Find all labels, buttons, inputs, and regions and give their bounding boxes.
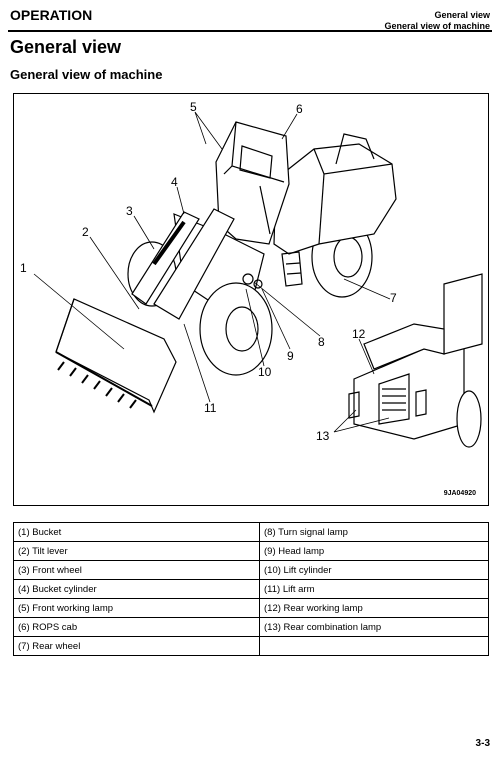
section-heading: OPERATION <box>10 7 93 23</box>
callout-4: 4 <box>171 175 178 189</box>
callout-6: 6 <box>296 102 303 116</box>
table-cell: (6) ROPS cab <box>13 617 260 637</box>
page-title: General view <box>10 37 122 57</box>
table-cell: (7) Rear wheel <box>13 636 260 656</box>
callout-13: 13 <box>316 429 330 443</box>
table-row: (1) Bucket (8) Turn signal lamp <box>13 522 489 542</box>
page-number: 3-3 <box>475 738 490 749</box>
table-cell: (4) Bucket cylinder <box>13 579 260 599</box>
callout-11: 11 <box>204 401 217 415</box>
table-cell: (12) Rear working lamp <box>259 598 489 618</box>
table-cell: (10) Lift cylinder <box>259 560 489 580</box>
figure-code: 9JA04920 <box>443 490 476 497</box>
table-cell: (1) Bucket <box>13 522 260 542</box>
callout-2: 2 <box>82 225 89 239</box>
callout-1: 1 <box>20 261 27 275</box>
page-subtitle: General view of machine <box>10 67 163 82</box>
callout-12: 12 <box>352 327 366 341</box>
table-cell: (5) Front working lamp <box>13 598 260 618</box>
table-row: (4) Bucket cylinder (11) Lift arm <box>13 579 489 599</box>
table-row: (5) Front working lamp (12) Rear working… <box>13 598 489 618</box>
table-cell: (13) Rear combination lamp <box>259 617 489 637</box>
table-cell: (11) Lift arm <box>259 579 489 599</box>
machine-figure: 1 2 3 4 5 6 7 8 9 10 11 12 13 9JA04920 <box>13 93 489 506</box>
table-row: (7) Rear wheel <box>13 636 489 656</box>
lift-arm-shape <box>153 208 235 320</box>
running-header-line1: General view <box>434 10 490 20</box>
running-header-line2: General view of machine <box>384 21 490 31</box>
front-wheel-shape <box>199 282 273 376</box>
callout-3: 3 <box>126 204 133 218</box>
table-row: (3) Front wheel (10) Lift cylinder <box>13 560 489 580</box>
table-cell: (3) Front wheel <box>13 560 260 580</box>
table-row: (2) Tilt lever (9) Head lamp <box>13 541 489 561</box>
engine-hood-shape <box>273 143 397 255</box>
callout-7: 7 <box>390 291 397 305</box>
table-cell: (8) Turn signal lamp <box>259 522 489 542</box>
table-cell <box>259 636 489 656</box>
parts-table: (1) Bucket (8) Turn signal lamp (2) Tilt… <box>13 522 489 656</box>
callout-5: 5 <box>190 100 197 114</box>
callout-10: 10 <box>258 365 272 379</box>
callout-8: 8 <box>318 335 325 349</box>
table-cell: (9) Head lamp <box>259 541 489 561</box>
callout-9: 9 <box>287 349 294 363</box>
wheel-loader-illustration: 1 2 3 4 5 6 7 8 9 10 11 12 13 <box>20 100 483 448</box>
header-rule <box>8 30 492 32</box>
running-header: General view General view of machine <box>384 10 490 32</box>
table-cell: (2) Tilt lever <box>13 541 260 561</box>
table-row: (6) ROPS cab (13) Rear combination lamp <box>13 617 489 637</box>
bucket-shape <box>55 298 177 414</box>
